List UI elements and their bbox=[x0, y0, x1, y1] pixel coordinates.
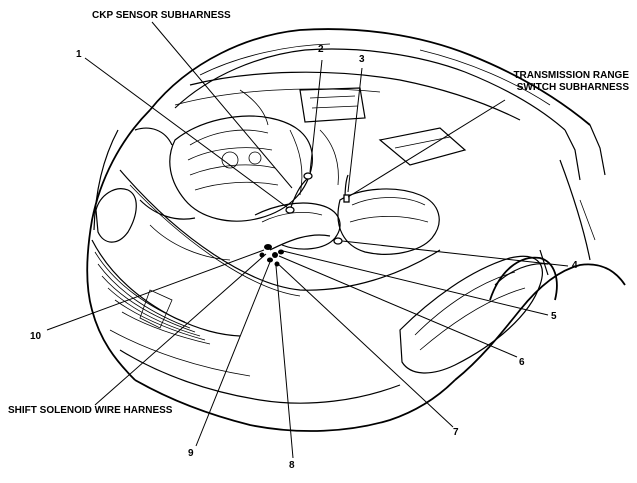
callout-2: 2 bbox=[318, 44, 324, 55]
connector-2 bbox=[303, 172, 313, 180]
transmission-range-label-line2: SWITCH SUBHARNESS bbox=[516, 82, 629, 93]
grille bbox=[91, 239, 241, 345]
callout-6: 6 bbox=[519, 357, 525, 368]
callout-9: 9 bbox=[188, 448, 194, 459]
connector-4 bbox=[333, 237, 343, 245]
callout-3: 3 bbox=[359, 54, 365, 65]
right-fender bbox=[454, 263, 626, 381]
car-body bbox=[86, 28, 626, 432]
callout-4: 4 bbox=[572, 260, 578, 271]
right-wheel-arch bbox=[489, 256, 558, 301]
callout-5: 5 bbox=[551, 311, 557, 322]
front-bumper bbox=[134, 379, 456, 432]
solenoid-connector-cluster bbox=[259, 244, 284, 267]
callout-8: 8 bbox=[289, 460, 295, 471]
connectors bbox=[259, 172, 350, 267]
connector-3 bbox=[343, 194, 350, 203]
open-hood bbox=[149, 28, 591, 126]
callout-7: 7 bbox=[453, 427, 459, 438]
engine-cover bbox=[169, 115, 313, 222]
left-headlight bbox=[95, 188, 137, 243]
left-fender bbox=[86, 109, 151, 381]
right-headlight bbox=[399, 255, 543, 374]
hood-inner-edge bbox=[174, 48, 566, 131]
transmission-range-label-line1: TRANSMISSION RANGE bbox=[513, 70, 629, 81]
air-box bbox=[337, 188, 440, 255]
engine-bay bbox=[119, 71, 521, 297]
ckp-sensor-subharness-label: CKP SENSOR SUBHARNESS bbox=[92, 10, 231, 21]
shift-solenoid-wire-harness-label: SHIFT SOLENOID WIRE HARNESS bbox=[8, 405, 173, 416]
callout-1: 1 bbox=[76, 49, 82, 60]
callout-10: 10 bbox=[30, 331, 42, 342]
connector-1 bbox=[285, 206, 295, 214]
leader-lines bbox=[46, 21, 569, 459]
